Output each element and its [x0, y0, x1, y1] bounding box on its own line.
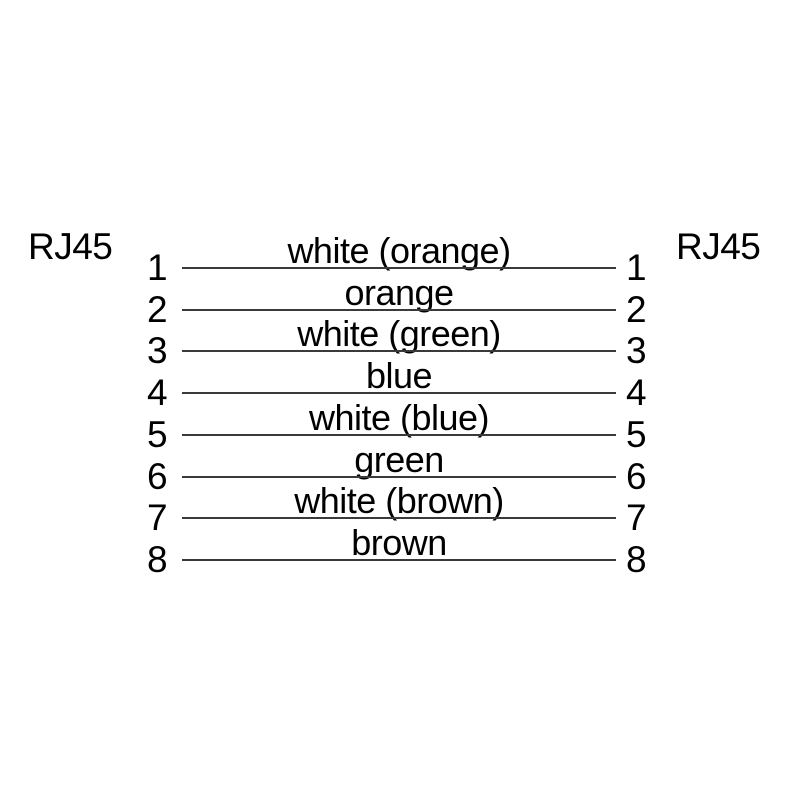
left-connector-label: RJ45: [28, 226, 113, 267]
wire-color-label: white (green): [297, 313, 501, 355]
wire-line: [182, 350, 616, 353]
wire-color-label: brown: [351, 521, 447, 563]
wire-color-label: orange: [344, 271, 454, 313]
right-pin-number: 4: [625, 372, 647, 414]
wire-line: [182, 475, 616, 478]
left-pin-number: 4: [146, 372, 168, 414]
wire-color-label: white (blue): [308, 396, 490, 438]
right-pin-number: 7: [625, 497, 647, 539]
left-pin-number: 7: [146, 497, 168, 539]
left-pin-number: 8: [146, 538, 168, 580]
wire-line: [182, 433, 616, 436]
right-pin-number: 5: [625, 413, 647, 455]
wire-line: [182, 392, 616, 395]
wire-line: [182, 308, 616, 311]
wire-line: [182, 517, 616, 520]
wire-color-label: white (orange): [287, 230, 511, 271]
left-pin-number: 6: [146, 455, 168, 497]
wire-line: [182, 267, 616, 269]
right-connector-label: RJ45: [676, 226, 761, 267]
wire-line: [182, 558, 616, 561]
left-pin-number: 1: [146, 247, 168, 288]
left-pin-number: 3: [146, 330, 168, 372]
right-pin-number: 3: [625, 330, 647, 372]
wire-color-label: green: [354, 438, 444, 480]
right-pin-number: 6: [625, 455, 647, 497]
right-pin-number: 2: [625, 288, 647, 330]
wire-color-label: blue: [365, 355, 433, 397]
left-pin-number: 2: [146, 288, 168, 330]
right-pin-number: 1: [625, 247, 647, 288]
right-pin-number: 8: [625, 538, 647, 580]
wire-color-label: white (brown): [294, 480, 504, 522]
left-pin-number: 5: [146, 413, 168, 455]
